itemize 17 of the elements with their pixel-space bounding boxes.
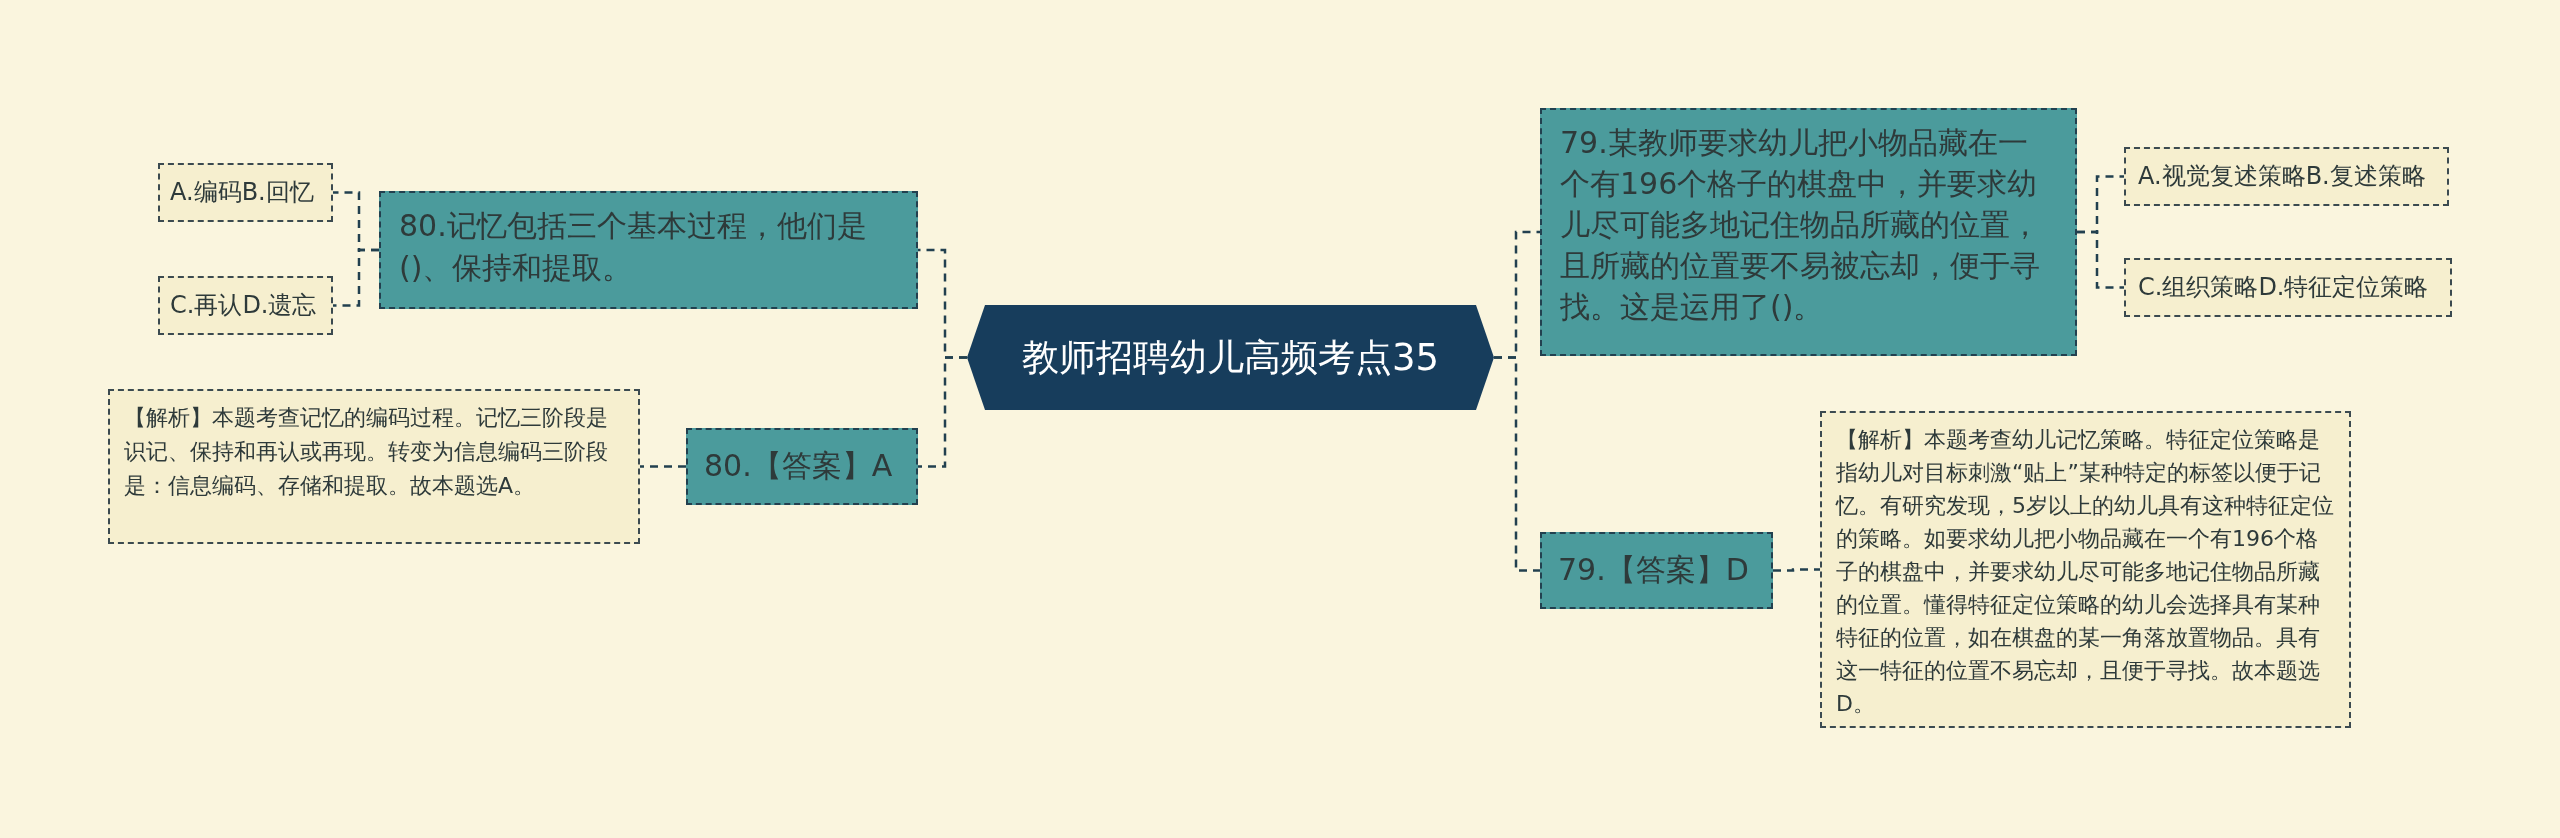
connector <box>1773 568 1820 572</box>
connector <box>640 465 686 468</box>
connector <box>918 356 967 468</box>
option-card: A.视觉复述策略B.复述策略 <box>2124 147 2449 206</box>
answer-card: 79.【答案】D <box>1540 532 1773 609</box>
option-card: A.编码B.回忆 <box>158 163 333 222</box>
option-card: C.再认D.遗忘 <box>158 276 333 335</box>
explanation-card: 【解析】本题考查记忆的编码过程。记忆三阶段是识记、保持和再认或再现。转变为信息编码三阶段是：信息编码、存储和提取。故本题选A。 <box>108 389 640 544</box>
question-card: 80.记忆包括三个基本过程，他们是()、保持和提取。 <box>379 191 918 309</box>
connector <box>2077 230 2124 289</box>
connector <box>333 248 379 307</box>
option-card: C.组织策略D.特征定位策略 <box>2124 258 2452 317</box>
answer-card: 80.【答案】A <box>686 428 918 505</box>
connector <box>1494 356 1540 572</box>
central-topic: 教师招聘幼儿高频考点35 <box>967 305 1494 410</box>
explanation-card: 【解析】本题考查幼儿记忆策略。特征定位策略是指幼儿对目标刺激“贴上”某种特定的标签以便于记忆。有研究发现，5岁以上的幼儿具有这种特征定位的策略。如要求幼儿把小物品藏在一个有196个格子的棋盘中，并要求幼儿尽可能多地记住物品所藏的位置。懂得特征定位策略的幼儿会选择具有某种特征的位置，如在棋盘的某一角落放置物品。具有这一特征的位置不易忘却，且便于寻找。故本题选D。 <box>1820 411 2351 728</box>
question-card: 79.某教师要求幼儿把小物品藏在一个有196个格子的棋盘中，并要求幼儿尽可能多地记住物品所藏的位置，且所藏的位置要不易被忘却，便于寻找。这是运用了()。 <box>1540 108 2077 356</box>
